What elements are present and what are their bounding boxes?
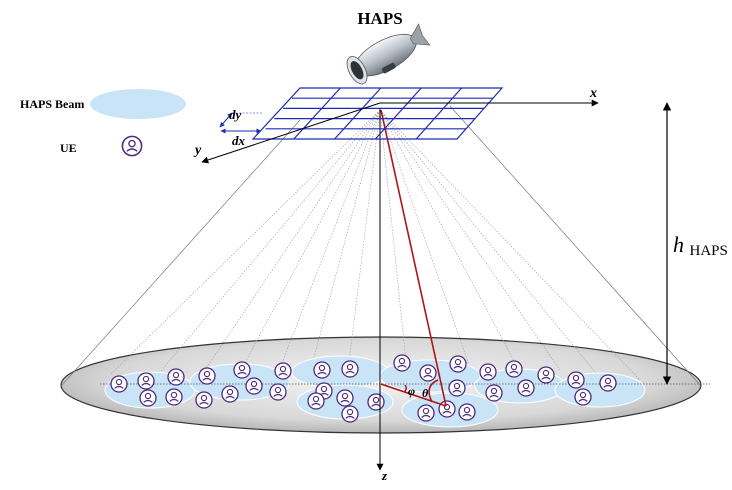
ue-icon <box>599 374 617 392</box>
beam-projection-lines <box>109 109 641 401</box>
ue-icon <box>458 403 476 421</box>
ue-icon <box>137 372 155 390</box>
ue-icon <box>448 379 466 397</box>
ue-icon <box>167 368 185 386</box>
ue-icon <box>417 404 435 422</box>
ue-icon <box>336 389 354 407</box>
beam-3 <box>291 355 389 389</box>
ue-icon <box>245 377 263 395</box>
z-axis-label: z <box>381 468 388 483</box>
ue-icon <box>537 366 555 384</box>
projection-lines <box>61 105 701 386</box>
theta-angle-arc <box>428 379 439 403</box>
ue-icon <box>393 354 411 372</box>
ue-icon <box>367 393 385 411</box>
ue-icon <box>221 385 239 403</box>
ue-icon <box>274 362 292 380</box>
ue-icon <box>574 388 592 406</box>
ue-icon <box>195 391 213 409</box>
diagram-title: HAPS <box>357 9 402 28</box>
ue-icon <box>341 405 359 423</box>
ue-icon <box>517 379 535 397</box>
theta-label: θ <box>422 386 429 400</box>
legend-ue-icon <box>121 135 143 157</box>
ground-area <box>60 336 702 434</box>
ue-icon <box>505 360 523 378</box>
phi-angle-arc <box>403 384 407 393</box>
coordinate-grid <box>251 87 504 140</box>
ue-icon <box>567 371 585 389</box>
dy-label: dy <box>229 107 242 122</box>
ue-icon <box>110 375 128 393</box>
ue-icon <box>438 400 456 418</box>
dx-label: dx <box>232 133 246 148</box>
height-label-main: h <box>673 232 684 257</box>
ue-icon <box>485 384 503 402</box>
ue-icon <box>307 392 325 410</box>
phi-label: φ <box>408 384 415 398</box>
height-label-subscript: HAPS <box>690 243 728 259</box>
ue-icon <box>198 367 216 385</box>
ue-icon <box>341 360 359 378</box>
y-axis <box>201 102 381 164</box>
ue-icon <box>233 361 251 379</box>
dy-marker <box>219 112 233 128</box>
legend-ue-label: UE <box>60 141 77 155</box>
y-axis-label: y <box>193 143 202 158</box>
height-label: h HAPS <box>673 232 728 259</box>
legend-beam-swatch <box>90 89 186 119</box>
ue-icon <box>139 389 157 407</box>
haps-airship-icon <box>346 23 431 85</box>
ue-icon <box>313 361 331 379</box>
ue-icon <box>449 355 467 373</box>
x-axis-label: x <box>589 86 597 101</box>
ue-icon <box>269 383 287 401</box>
ue-icon <box>419 364 437 382</box>
ue-icon <box>479 363 497 381</box>
line-of-sight-ray <box>380 109 447 407</box>
legend-beam-label: HAPS Beam <box>20 97 84 111</box>
ue-icon <box>165 388 183 406</box>
ground-projection-ray <box>380 383 447 407</box>
